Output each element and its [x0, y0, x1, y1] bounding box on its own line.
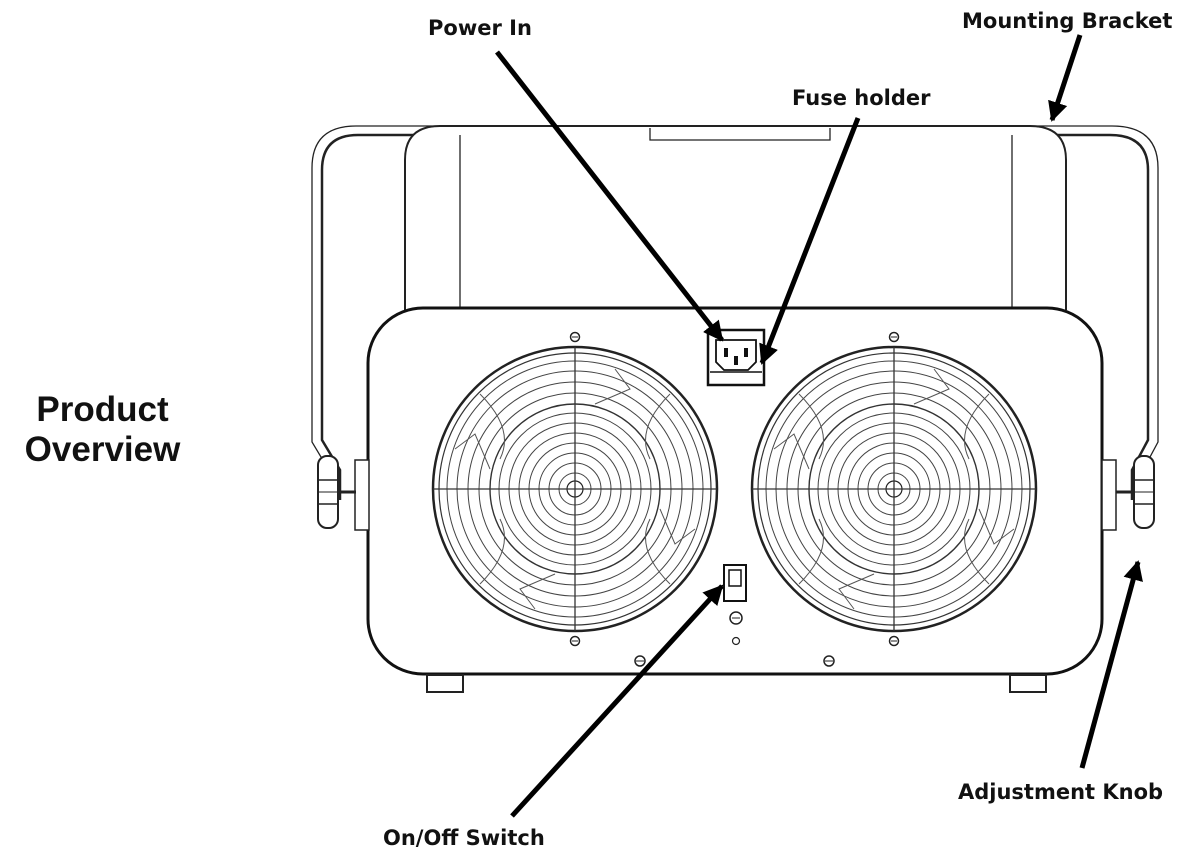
- feet: [426, 674, 1047, 693]
- adjustment-knob-arrow: [1079, 560, 1143, 769]
- page-title-line-2: Overview: [24, 430, 181, 469]
- power-inlet: [706, 328, 766, 387]
- mounting-bracket-label: Mounting Bracket: [962, 9, 1173, 33]
- on-off-switch-label: On/Off Switch: [383, 826, 545, 850]
- power-switch: [723, 564, 747, 646]
- page-title: Product Overview: [0, 390, 205, 470]
- adjustment-knob-label: Adjustment Knob: [958, 780, 1164, 804]
- on-off-switch-arrow: [510, 584, 724, 818]
- mounting-bracket-arrow: [1048, 34, 1083, 122]
- left-adjustment-knob: [317, 455, 356, 529]
- power-in-arrow: [495, 50, 724, 342]
- page-title-line-1: Product: [36, 390, 169, 429]
- body-screws: [634, 655, 835, 667]
- fuse-holder-label: Fuse holder: [792, 86, 931, 110]
- fuse-holder-arrow: [759, 117, 861, 365]
- upper-housing: [404, 125, 1067, 310]
- right-adjustment-knob: [1116, 455, 1155, 529]
- power-in-label: Power In: [428, 16, 532, 40]
